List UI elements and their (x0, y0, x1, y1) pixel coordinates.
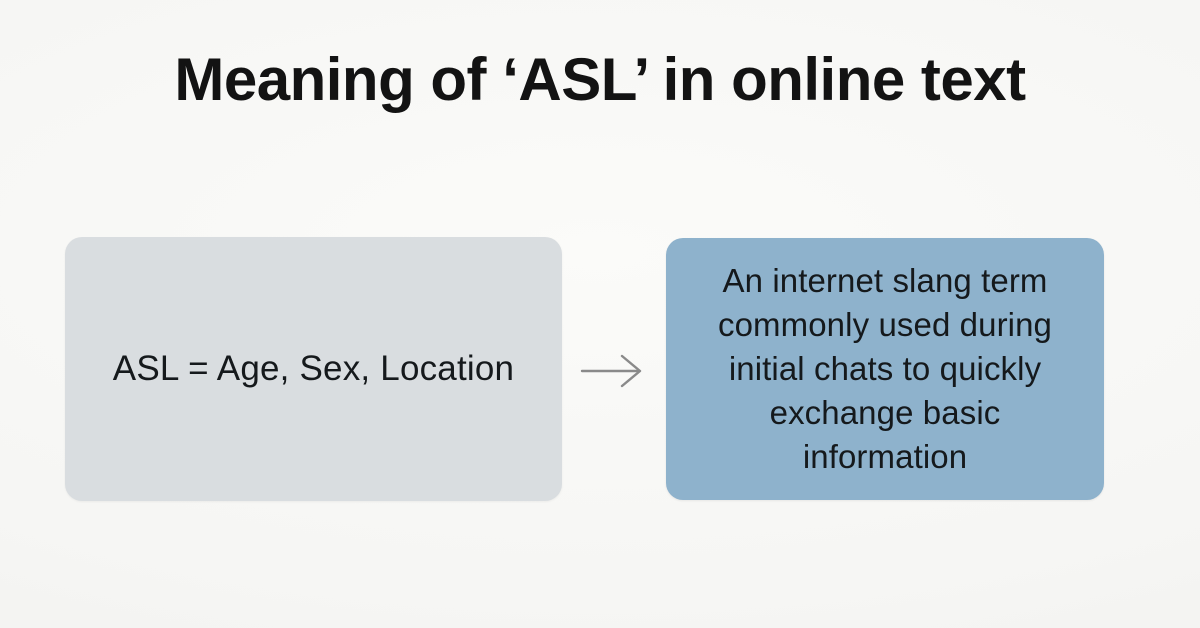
term-box-label: ASL = Age, Sex, Location (112, 349, 515, 388)
definition-box-label: An internet slang term commonly used dur… (718, 262, 1052, 475)
page-title: Meaning of ‘ASL’ in online text (174, 46, 1026, 113)
definition-box: An internet slang term commonly used dur… (666, 238, 1104, 500)
arrow-right-icon (580, 348, 646, 394)
term-box: ASL = Age, Sex, Location (65, 237, 562, 501)
